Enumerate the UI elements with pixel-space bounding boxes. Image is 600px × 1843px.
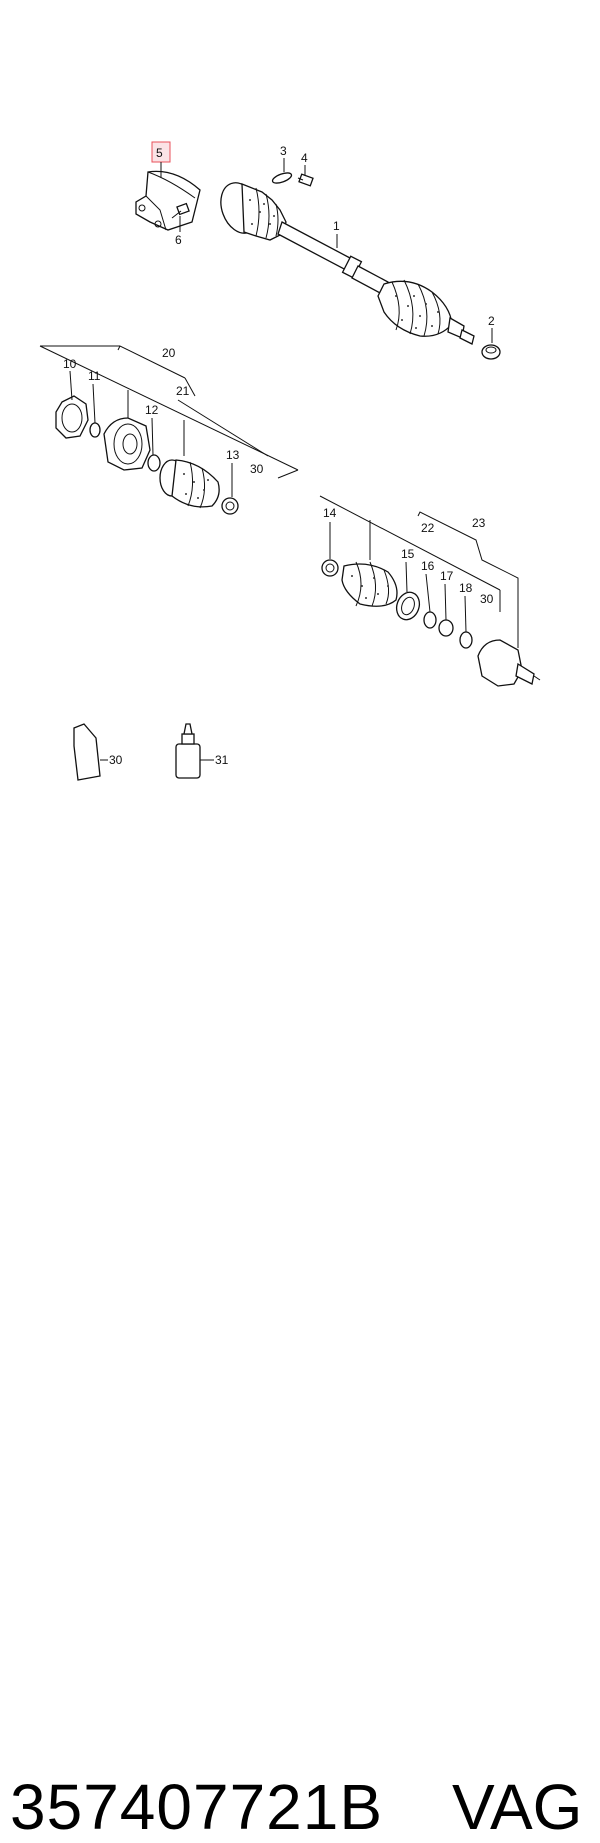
bolt-part-4[interactable] — [297, 173, 314, 187]
bolt-part-6[interactable] — [171, 202, 190, 219]
circlip-part-11[interactable] — [89, 422, 101, 438]
nut-part-2[interactable] — [481, 344, 501, 360]
callout-4: 4 — [301, 151, 308, 165]
callout-21: 21 — [176, 384, 190, 398]
exploded-parts-diagram: 5 6 3 4 — [39, 141, 541, 781]
footer: 357407721B VAG — [0, 880, 600, 1839]
callout-30-a: 30 — [250, 462, 264, 476]
callout-12: 12 — [145, 403, 159, 417]
callout-2: 2 — [488, 314, 495, 328]
clamp-part-15[interactable] — [393, 589, 423, 623]
callout-13: 13 — [226, 448, 240, 462]
callout-3: 3 — [280, 144, 287, 158]
clamp-part-14[interactable] — [321, 559, 339, 577]
callout-18: 18 — [459, 581, 473, 595]
callout-23: 23 — [472, 516, 486, 530]
bottle-part-31[interactable] — [175, 723, 214, 779]
gasket-part-10[interactable] — [55, 395, 89, 439]
callout-6: 6 — [175, 233, 182, 247]
callout-17: 17 — [440, 569, 454, 583]
heat-shield-part[interactable] — [135, 170, 201, 231]
circlip-part-18[interactable] — [459, 631, 473, 649]
callout-11: 11 — [88, 369, 101, 383]
inner-boot[interactable] — [159, 459, 220, 509]
callout-14: 14 — [323, 506, 337, 520]
outer-cv-joint[interactable] — [477, 639, 541, 687]
callout-31: 31 — [215, 753, 229, 767]
grease-tube-part-30[interactable] — [73, 723, 108, 781]
inner-cv-joint[interactable] — [103, 417, 151, 471]
callout-10: 10 — [63, 357, 77, 371]
brand-text: VAG — [452, 1771, 583, 1843]
callout-22: 22 — [421, 521, 435, 535]
outer-boot[interactable] — [341, 561, 398, 607]
part-number-text: 357407721B — [10, 1771, 384, 1843]
spacer-part-16[interactable] — [423, 611, 437, 629]
callout-1: 1 — [333, 219, 340, 233]
callout-30-c: 30 — [109, 753, 123, 767]
circlip-part-3[interactable] — [271, 171, 293, 185]
callout-5: 5 — [156, 146, 163, 160]
snap-ring-part-12[interactable] — [147, 454, 161, 472]
callout-16: 16 — [421, 559, 435, 573]
callout-20: 20 — [162, 346, 176, 360]
callout-30-b: 30 — [480, 592, 494, 606]
callout-15: 15 — [401, 547, 415, 561]
thrust-ring-part-17[interactable] — [438, 619, 454, 637]
clamp-part-13[interactable] — [221, 497, 239, 515]
drive-shaft-assembly[interactable] — [214, 177, 475, 345]
